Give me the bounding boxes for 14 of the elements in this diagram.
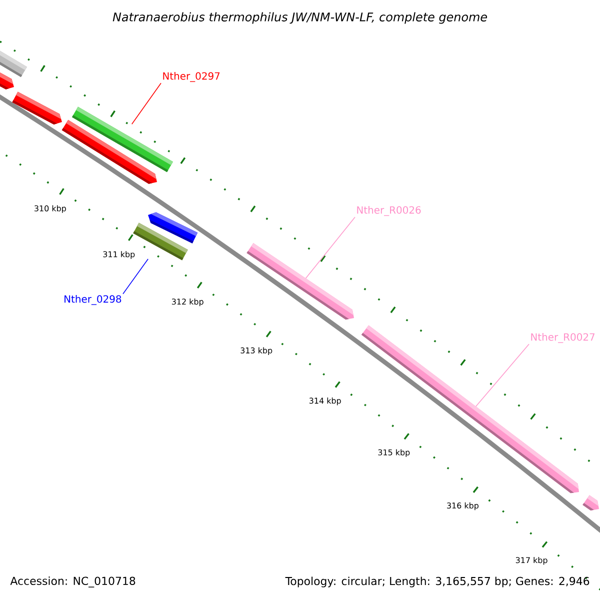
gene-feature (148, 212, 198, 244)
leader-line (476, 344, 530, 407)
title: Natranaerobius thermophilus JW/NM-WN-LF, complete genome (112, 12, 488, 24)
gene-label: Nther_R0027 (531, 333, 594, 343)
accession-text: Accession: NC_010718 (10, 576, 136, 588)
leader-line (131, 82, 162, 125)
leader-line (305, 216, 356, 279)
gene-label: Nther_0298 (64, 295, 122, 305)
gene-label: Nther_R0026 (357, 206, 421, 216)
gene-feature (246, 243, 354, 320)
gene-feature (62, 120, 157, 184)
genome-info-text: Topology: circular; Length: 3,165,557 bp; Genes: 2,946 (285, 576, 590, 588)
gene-label: Nther_0297 (163, 72, 220, 82)
leader-line (122, 258, 148, 294)
